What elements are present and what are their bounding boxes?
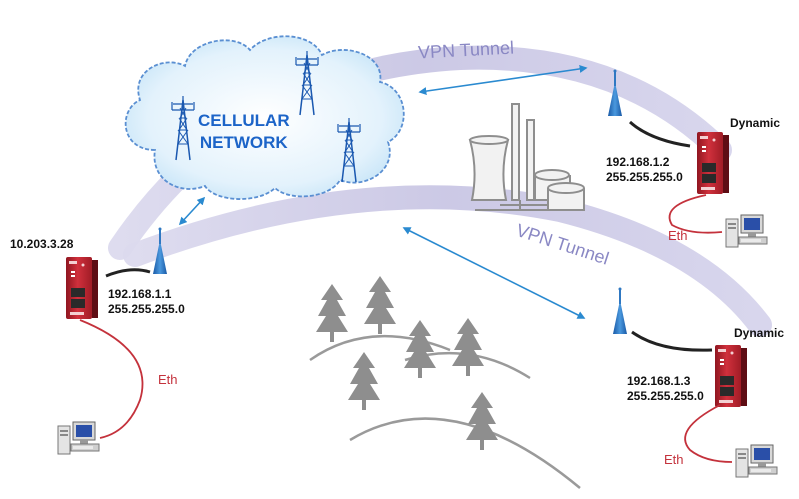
router-1-wan-ip: 10.203.3.28 bbox=[10, 237, 74, 251]
router-icon bbox=[66, 257, 98, 319]
router-2-lan-ip: 192.168.1.2 bbox=[606, 155, 670, 169]
router-icon bbox=[697, 132, 729, 194]
router-3-lan-ip: 192.168.1.3 bbox=[627, 374, 691, 388]
vpn-tunnel-band-bottom bbox=[123, 185, 772, 337]
computer-icon bbox=[735, 444, 778, 478]
computer-icon bbox=[725, 214, 768, 248]
router-3-netmask: 255.255.255.0 bbox=[627, 389, 704, 403]
router-3-wan-ip: Dynamic bbox=[734, 326, 785, 340]
router-1-lan-ip: 192.168.1.1 bbox=[108, 287, 172, 301]
router-1-lan-info: 192.168.1.1 255.255.255.0 bbox=[108, 287, 185, 317]
router-1-netmask: 255.255.255.0 bbox=[108, 302, 185, 316]
hill-icon bbox=[309, 334, 581, 489]
router-3-lan-info: 192.168.1.3 255.255.255.0 bbox=[627, 374, 704, 404]
router-icon bbox=[715, 345, 747, 407]
router-2-lan-info: 192.168.1.2 255.255.255.0 bbox=[606, 155, 683, 185]
radio-link-arrow bbox=[178, 64, 588, 319]
tree-icon bbox=[452, 318, 484, 376]
antenna-cable bbox=[105, 120, 713, 352]
tree-icon bbox=[348, 352, 380, 410]
tree-icon bbox=[316, 284, 348, 342]
tree-icon bbox=[466, 392, 498, 450]
router-1-eth-label: Eth bbox=[158, 372, 178, 387]
router-2-eth-label: Eth bbox=[668, 228, 688, 243]
cloud-icon bbox=[124, 35, 405, 200]
cloud-label-line1: CELLULAR bbox=[198, 111, 290, 130]
router-2-netmask: 255.255.255.0 bbox=[606, 170, 683, 184]
power-plant-icon bbox=[468, 103, 585, 211]
router-3-eth-label: Eth bbox=[664, 452, 684, 467]
cloud-label-line2: NETWORK bbox=[199, 133, 288, 152]
ethernet-cable bbox=[79, 194, 733, 463]
router-2-wan-ip: Dynamic bbox=[730, 116, 781, 130]
antenna-icon bbox=[612, 286, 628, 335]
tree-icon bbox=[404, 320, 436, 378]
cloud-label: CELLULAR NETWORK bbox=[198, 110, 290, 154]
tree-icon bbox=[364, 276, 396, 334]
computer-icon bbox=[57, 421, 100, 455]
